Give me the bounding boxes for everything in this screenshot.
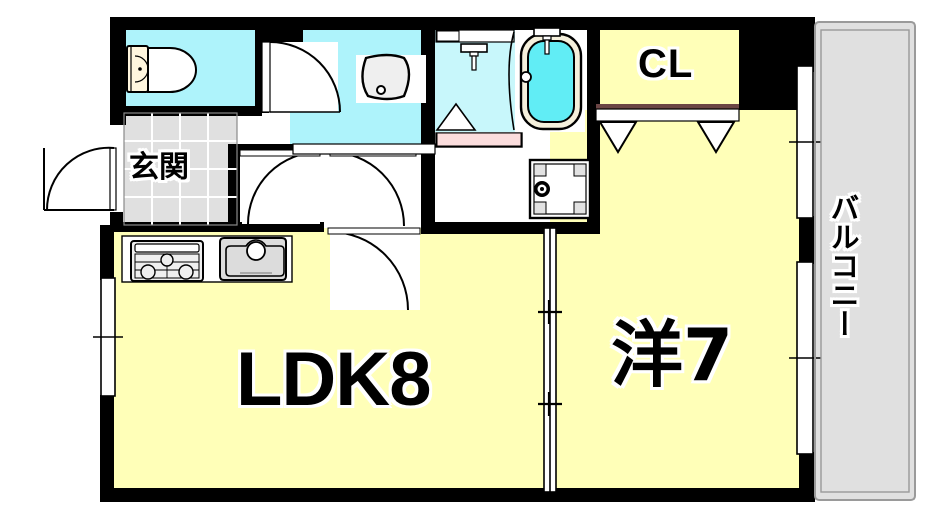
wall-bottom <box>100 488 815 502</box>
genkan-tile-grid <box>124 113 237 225</box>
balcony-outline <box>814 21 916 501</box>
wall-left-top <box>110 17 126 125</box>
windows <box>93 65 821 455</box>
wall-closet-bottom <box>596 104 739 109</box>
closet-doors[interactable] <box>595 108 740 154</box>
wall-right-top <box>799 17 815 67</box>
wall-ldk-left-lower <box>100 395 114 500</box>
ldk-western-partition[interactable] <box>538 227 562 493</box>
shower-zone <box>435 29 515 131</box>
pink-strip-visible <box>436 132 522 147</box>
bathtub-fixture <box>517 27 585 132</box>
wall-right-midA <box>799 216 815 264</box>
toilet-fixture <box>126 45 197 93</box>
wall-hall-ldk2 <box>232 222 324 232</box>
shower-faucet-fixture <box>460 43 488 71</box>
gas-stove-fixture <box>130 240 204 282</box>
room-fills <box>113 22 915 500</box>
wall-washroom-bottom <box>237 144 303 154</box>
entrance-door[interactable] <box>43 146 117 211</box>
wall-hall-ldk <box>110 222 232 232</box>
wall-genkan-left <box>110 110 123 124</box>
wall-genkan-right <box>228 144 240 232</box>
wall-top <box>110 17 810 30</box>
doors <box>43 41 740 493</box>
room-balcony <box>815 22 915 500</box>
wall-right-bottom <box>799 452 815 502</box>
washbasin-fixture <box>356 53 426 103</box>
toilet-door[interactable] <box>261 41 341 113</box>
wall-laundry-left <box>421 150 435 228</box>
genkan-step <box>123 112 238 226</box>
washroom-door[interactable] <box>329 149 417 227</box>
wall-washroom-stub <box>255 28 303 42</box>
wall-ldk-left-upper <box>100 225 114 280</box>
washing-machine-pan <box>528 158 592 220</box>
kitchen-sink-fixture <box>219 237 287 281</box>
western-room-door[interactable] <box>327 227 421 311</box>
wall-toilet-bottom <box>122 106 262 116</box>
laundry-sliding-door[interactable] <box>292 143 436 155</box>
wall-bath-left <box>421 17 435 151</box>
genkan-hall-door[interactable] <box>239 149 321 225</box>
wall-closet-right-vert <box>739 28 799 110</box>
wall-laundry-bottom <box>421 222 600 234</box>
bathtub-faucet-fixture <box>533 27 561 55</box>
